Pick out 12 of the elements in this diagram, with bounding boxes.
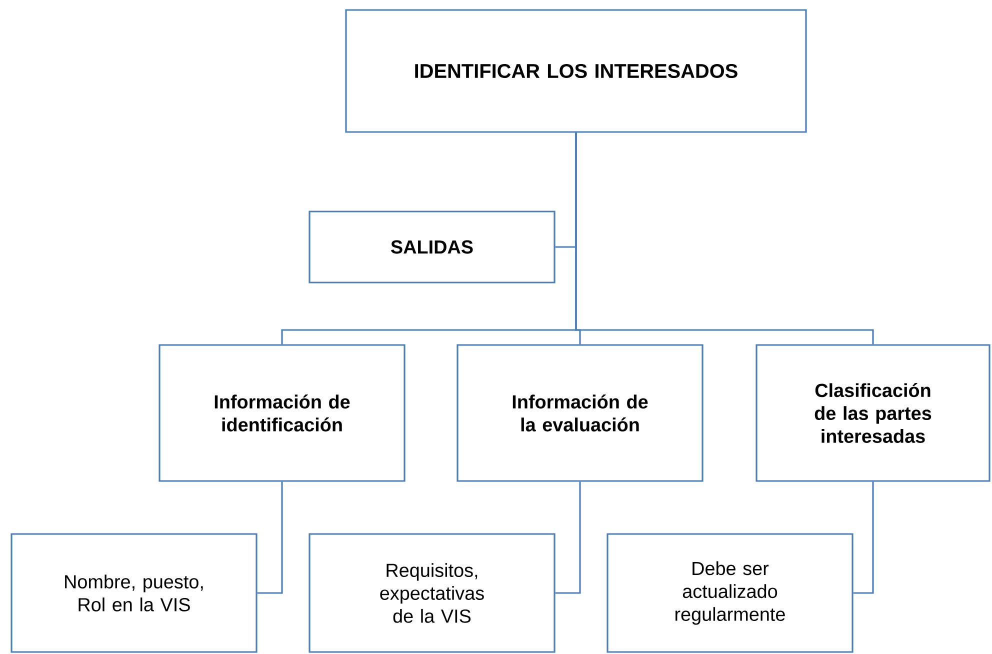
text-box: Requisitos, expectativas de la VIS <box>308 533 556 653</box>
text-box: IDENTIFICAR LOS INTERESADOS <box>345 9 807 133</box>
text-box: Debe ser actualizado regularmente <box>606 533 854 653</box>
connector-line <box>555 482 581 594</box>
connector-line <box>853 482 874 594</box>
text-box: Información de la evaluación <box>456 344 704 482</box>
text-box: Clasificación de las partes interesadas <box>756 344 990 482</box>
text-box: Nombre, puesto, Rol en la VIS <box>10 533 258 653</box>
connector-line <box>257 482 283 594</box>
text-box: SALIDAS <box>308 210 556 284</box>
text-box: Información de identificación <box>158 344 406 482</box>
connector-line <box>575 132 874 344</box>
